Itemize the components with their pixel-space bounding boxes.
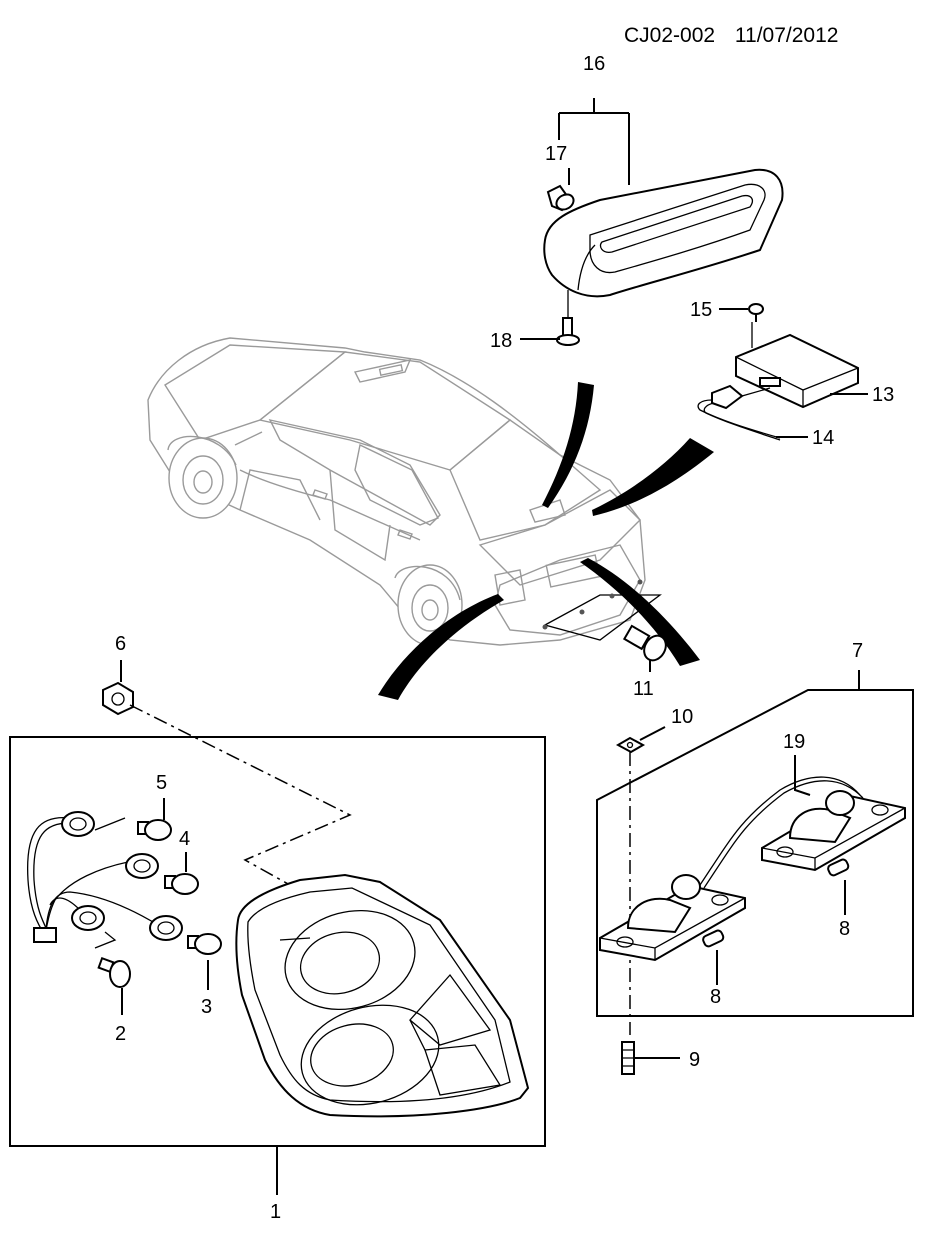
leader-lines bbox=[120, 98, 868, 1195]
nut-6 bbox=[102, 681, 134, 716]
bulb-8a bbox=[702, 929, 725, 948]
callout-labels: 1 2 3 4 5 6 7 8 8 9 10 11 13 14 15 16 17… bbox=[115, 53, 894, 1223]
license-lamp-19 bbox=[761, 790, 906, 872]
socket-4 bbox=[125, 853, 159, 879]
clip-10 bbox=[615, 736, 646, 754]
bulb-8b bbox=[827, 858, 850, 877]
bulb-4 bbox=[164, 873, 199, 895]
callout-11: 11 bbox=[633, 678, 654, 700]
callout-9: 9 bbox=[689, 1049, 700, 1071]
callout-17: 17 bbox=[545, 143, 567, 165]
tail-lamp-housing bbox=[235, 873, 530, 1118]
license-lamp-wire bbox=[699, 776, 861, 886]
pointer-swoosh-plate-lamp bbox=[580, 558, 700, 666]
drawing-date: 11/07/2012 bbox=[734, 24, 839, 47]
callout-2: 2 bbox=[115, 1023, 126, 1045]
callout-1: 1 bbox=[270, 1201, 281, 1223]
pointer-swoosh-module bbox=[592, 438, 714, 516]
callout-10: 10 bbox=[671, 706, 693, 728]
module-13 bbox=[735, 333, 859, 409]
bulb-2 bbox=[94, 931, 131, 988]
callout-3: 3 bbox=[201, 996, 212, 1018]
high-mount-stop-lamp bbox=[543, 168, 784, 298]
callout-15: 15 bbox=[690, 299, 712, 321]
wire-harness-14 bbox=[697, 384, 781, 441]
screw-15 bbox=[748, 303, 764, 348]
callout-13: 13 bbox=[872, 384, 894, 406]
pointer-swoosh-high-stop bbox=[542, 382, 594, 508]
screw-9 bbox=[621, 1041, 635, 1075]
bulb-11 bbox=[622, 624, 667, 662]
socket-2 bbox=[71, 905, 105, 931]
license-lamp-housing-left bbox=[599, 874, 746, 962]
callout-8a: 8 bbox=[710, 986, 721, 1008]
callout-16: 16 bbox=[583, 53, 605, 75]
callout-14: 14 bbox=[812, 427, 834, 449]
bulb-5 bbox=[94, 817, 172, 841]
pointer-swoosh-tail-lamp bbox=[378, 594, 504, 700]
callout-8b: 8 bbox=[839, 918, 850, 940]
callout-5: 5 bbox=[156, 772, 167, 794]
socket-3 bbox=[149, 915, 183, 941]
drawing-code: CJ02-002 bbox=[624, 24, 716, 47]
callout-4: 4 bbox=[179, 828, 190, 850]
callout-19: 19 bbox=[783, 731, 805, 753]
socket-5 bbox=[61, 811, 95, 837]
screw-18 bbox=[556, 290, 580, 346]
socket-harness bbox=[26, 811, 183, 943]
callout-6: 6 bbox=[115, 633, 126, 655]
drawing-header: CJ02-002 11/07/2012 bbox=[624, 24, 852, 48]
bulb-17 bbox=[546, 184, 575, 212]
bulb-3 bbox=[187, 933, 222, 955]
callout-18: 18 bbox=[490, 330, 512, 352]
license-lamp-assembly-box bbox=[596, 689, 914, 1017]
callout-7: 7 bbox=[852, 640, 863, 662]
